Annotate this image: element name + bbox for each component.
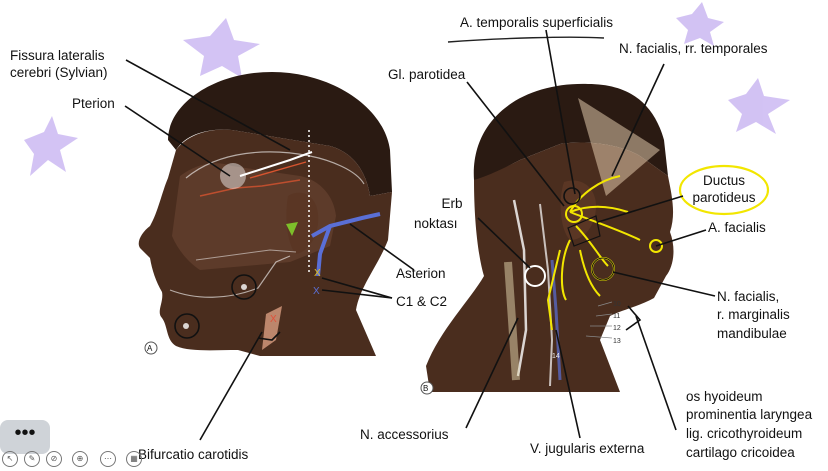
label-fissura-line2: cerebri (Sylvian) [10, 65, 108, 80]
small-number-12: 12 [613, 325, 621, 332]
label-asterion: Asterion [396, 266, 446, 281]
leader-lines [124, 29, 716, 441]
head-b [420, 83, 770, 395]
zoom-icon[interactable]: ⊕ [72, 451, 88, 467]
panel-b-label: B [423, 384, 429, 393]
label-facialis-temporales: N. facialis, rr. temporales [619, 41, 768, 56]
small-number-11: 11 [613, 313, 621, 320]
label-hyoid-line3: lig. cricothyroideum [686, 426, 803, 441]
label-ductus-line1: Ductus [702, 173, 746, 188]
pen-icon[interactable]: ✎ [24, 451, 40, 467]
small-number-14: 14 [552, 353, 560, 360]
label-bifurcatio: Bifurcatio carotidis [138, 447, 249, 462]
label-fissura-line1: Fissura lateralis [10, 48, 105, 63]
label-a-facialis: A. facialis [708, 220, 766, 235]
grid-icon[interactable]: ▦ [126, 451, 142, 467]
small-number-10: 10 [613, 301, 621, 308]
menu-icon[interactable]: ⋯ [100, 451, 116, 467]
label-accessorius: N. accessorius [360, 427, 449, 442]
label-pterion: Pterion [72, 96, 115, 111]
label-marginalis-line1: N. facialis, [717, 289, 780, 304]
label-c1c2: C1 & C2 [396, 294, 448, 309]
label-jugularis: V. jugularis externa [530, 441, 645, 456]
label-ductus-line2: parotideus [692, 190, 756, 205]
marker-x-a2: X [313, 286, 320, 297]
handwritten-underline [447, 36, 605, 43]
marker-x-a1: X [314, 268, 321, 279]
head-a: X X X [138, 72, 392, 356]
panel-a-label: A [147, 344, 153, 353]
label-erb-line2: noktası [414, 216, 458, 231]
label-gl-parotidea: Gl. parotidea [388, 67, 466, 82]
pointer-icon[interactable]: ↖ [2, 451, 18, 467]
label-hyoid-line2: prominentia laryngea [686, 407, 813, 422]
label-marginalis-line3: mandibulae [717, 326, 787, 341]
label-marginalis-line2: r. marginalis [717, 307, 790, 322]
decorative-stars [24, 2, 790, 176]
more-options-button[interactable]: ••• [0, 420, 50, 454]
small-number-13: 13 [613, 338, 621, 345]
label-hyoid-line1: os hyoideum [686, 389, 763, 404]
marker-x-a3: X [270, 314, 277, 325]
label-hyoid-line4: cartilago cricoidea [686, 445, 795, 460]
label-erb-line1: Erb [441, 196, 463, 211]
eraser-icon[interactable]: ⊘ [46, 451, 62, 467]
label-temporalis: A. temporalis superficialis [460, 15, 614, 30]
